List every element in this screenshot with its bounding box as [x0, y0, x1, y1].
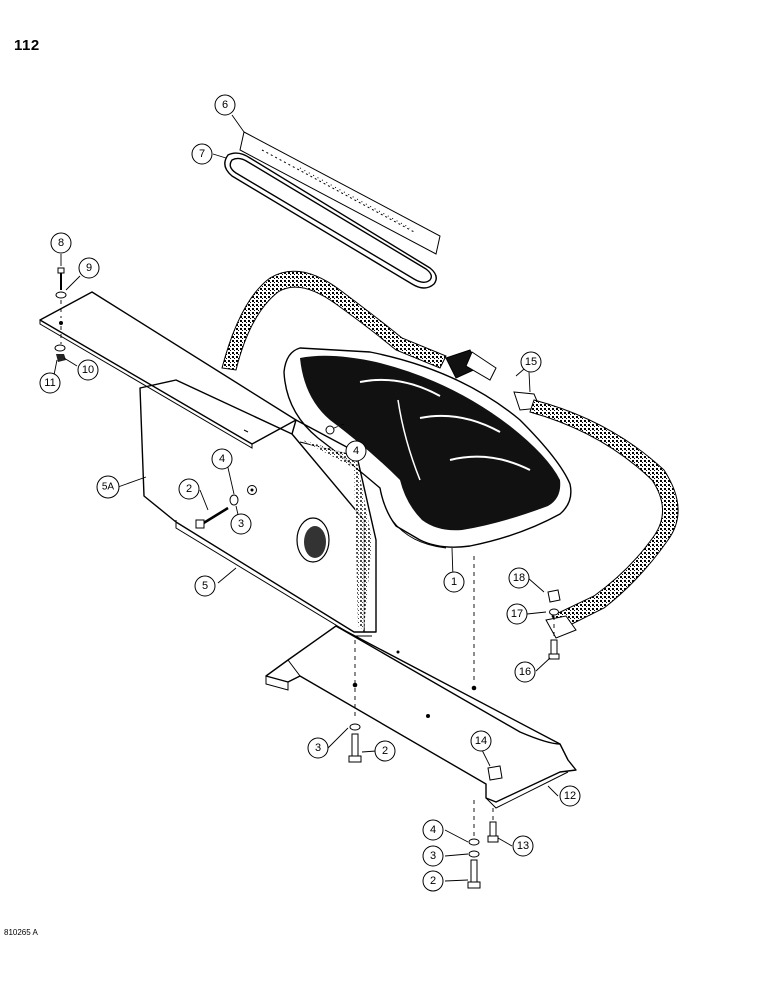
callout-label: 5A — [102, 482, 115, 493]
callout-label: 9 — [86, 262, 92, 274]
callout-17: 17 — [506, 603, 528, 625]
callout-10: 10 — [77, 359, 99, 381]
callout-2-base: 2 — [374, 740, 396, 762]
callout-label: 7 — [199, 148, 205, 160]
callout-2-bottom: 2 — [422, 870, 444, 892]
callout-16: 16 — [514, 661, 536, 683]
seat-support-frame — [139, 379, 377, 637]
callout-14: 14 — [470, 730, 492, 752]
callout-6: 6 — [214, 94, 236, 116]
callout-5: 5 — [194, 575, 216, 597]
callout-3-base: 3 — [307, 737, 329, 759]
callout-label: 12 — [564, 790, 576, 802]
drawing-id: 810265 A — [4, 928, 38, 937]
callout-label: 16 — [519, 666, 531, 678]
callout-1: 1 — [443, 571, 465, 593]
callout-label: 3 — [315, 742, 321, 754]
callout-4-frame: 4 — [211, 448, 233, 470]
window-glass — [239, 131, 441, 255]
callout-label: 2 — [430, 875, 436, 887]
callout-9: 9 — [78, 257, 100, 279]
callout-label: 4 — [219, 453, 225, 465]
callout-label: 3 — [238, 518, 244, 530]
window-seal — [224, 152, 437, 289]
seat-belt — [221, 270, 679, 639]
callout-12: 12 — [559, 785, 581, 807]
callout-label: 3 — [430, 850, 436, 862]
callout-2-frame: 2 — [178, 478, 200, 500]
mounting-bracket — [265, 625, 577, 809]
top-plate — [39, 291, 297, 449]
callout-label: 15 — [525, 356, 537, 368]
callout-label: 8 — [58, 237, 64, 249]
callout-label: 4 — [430, 824, 436, 836]
callout-label: 2 — [186, 483, 192, 495]
callout-label: 10 — [82, 364, 94, 376]
callout-label: 4 — [353, 445, 359, 457]
callout-label: 6 — [222, 99, 228, 111]
callout-label: 17 — [511, 608, 523, 620]
callout-label: 18 — [513, 572, 525, 584]
callout-label: 13 — [517, 840, 529, 852]
callout-4-seat: 4 — [345, 440, 367, 462]
callout-label: 1 — [451, 576, 457, 588]
callout-3-frame: 3 — [230, 513, 252, 535]
page-number: 112 — [14, 37, 40, 54]
callout-label: 14 — [475, 735, 487, 747]
callout-7: 7 — [191, 143, 213, 165]
callout-3-bottom: 3 — [422, 845, 444, 867]
callout-label: 2 — [382, 745, 388, 757]
hardware — [54, 267, 561, 889]
callout-18: 18 — [508, 567, 530, 589]
callout-8: 8 — [50, 232, 72, 254]
callout-13: 13 — [512, 835, 534, 857]
callout-4-base: 4 — [422, 819, 444, 841]
callout-5a: 5A — [96, 475, 120, 499]
callout-11: 11 — [39, 372, 61, 394]
callout-label: 11 — [44, 377, 55, 389]
callout-15: 15 — [520, 351, 542, 373]
callout-label: 5 — [202, 580, 208, 592]
leader-lines — [53, 114, 559, 882]
